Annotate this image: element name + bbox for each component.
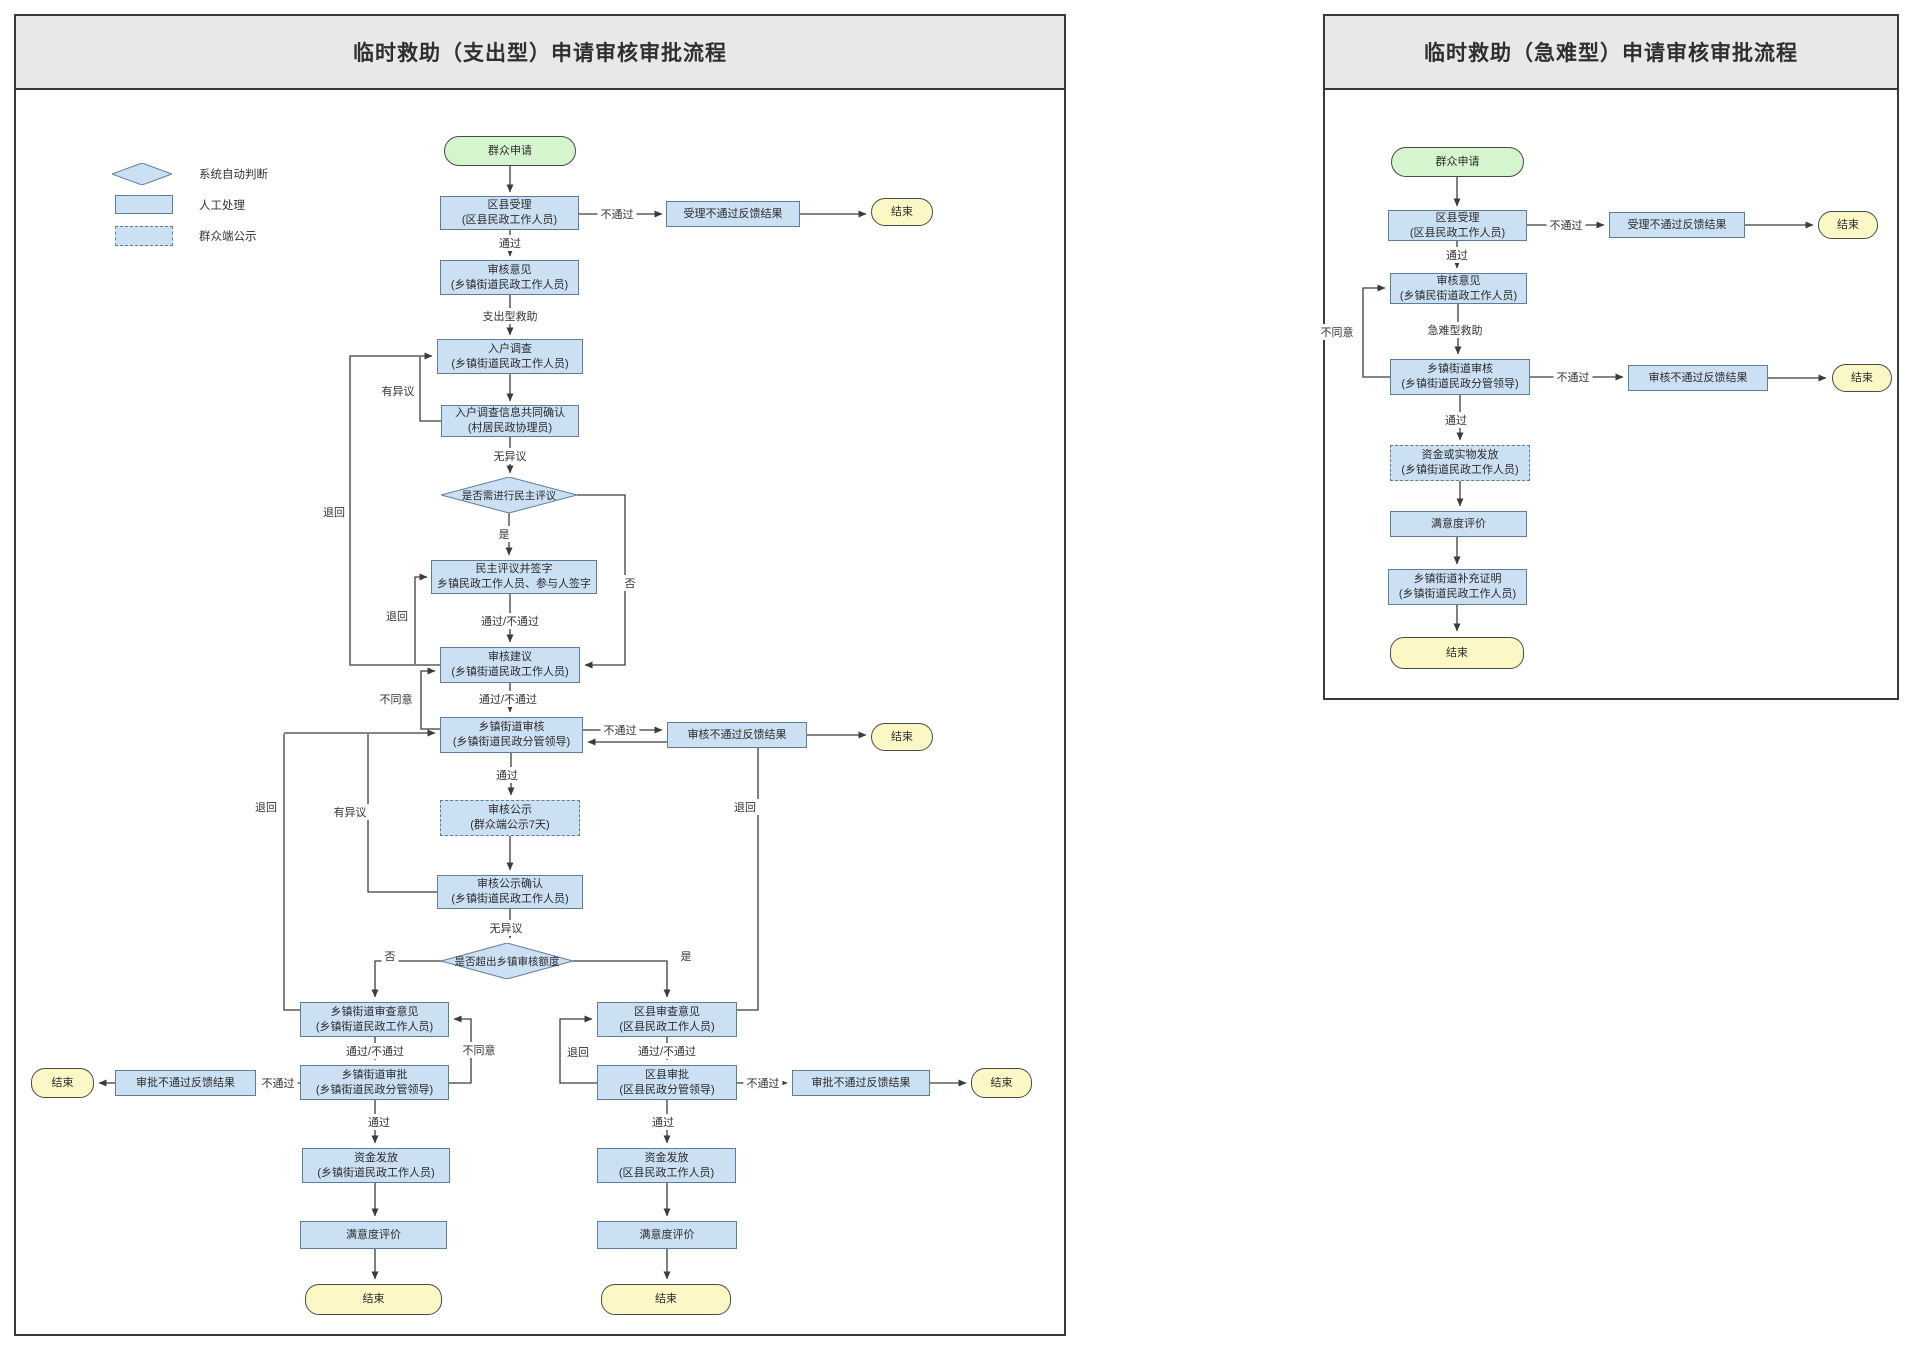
- edge-label-pass-r2: 通过: [1442, 412, 1470, 428]
- legend-publicity-icon: [115, 226, 173, 246]
- edge-label-send-back-left: 退回: [252, 799, 280, 815]
- edge-label-pass: 通过: [496, 235, 524, 251]
- edge-label-pass-or-fail-3: 通过/不通过: [342, 1043, 408, 1059]
- edge-label-disagree: 不同意: [376, 691, 416, 707]
- left-chart-title: 临时救助（支出型）申请审核审批流程: [353, 42, 727, 65]
- right-chart-title: 临时救助（急难型）申请审核审批流程: [1424, 42, 1798, 65]
- node-township-approval: 乡镇街道审批 (乡镇街道民政分管领导): [300, 1065, 449, 1100]
- node-township-opinion: 乡镇街道审查意见 (乡镇街道民政工作人员): [300, 1002, 449, 1037]
- node-review-fail-feedback: 审核不通过反馈结果: [667, 722, 807, 748]
- node-end-county-branch: 结束: [601, 1284, 731, 1315]
- legend-diamond-icon: [112, 163, 172, 185]
- edge-label-fail: 不通过: [597, 206, 637, 222]
- edge-label-disagree-r: 不同意: [1317, 324, 1357, 340]
- node-end-acceptance: 结束: [871, 198, 933, 226]
- edge-label-pass-2: 通过: [493, 767, 521, 783]
- edge-label-yes-2: 是: [677, 948, 695, 964]
- node-fund-issue-county: 资金发放 (区县民政工作人员): [597, 1148, 736, 1183]
- edge-label-yes: 是: [495, 526, 513, 542]
- node-review-fail-feedback-right: 审核不通过反馈结果: [1628, 365, 1768, 391]
- edge-label-fail-r2: 不通过: [1553, 369, 1593, 385]
- node-satisfaction-right: 满意度评价: [1390, 511, 1527, 537]
- node-end-final-right: 结束: [1390, 637, 1524, 669]
- node-end-review-right: 结束: [1832, 364, 1892, 392]
- node-county-opinion: 区县审查意见 (区县民政工作人员): [597, 1002, 737, 1037]
- node-township-supplement-proof: 乡镇街道补充证明 (乡镇街道民政工作人员): [1388, 569, 1527, 605]
- edge-label-fail-4: 不通过: [743, 1075, 783, 1091]
- node-county-acceptance: 区县受理 (区县民政工作人员): [440, 196, 579, 230]
- node-end-township-branch: 结束: [305, 1284, 442, 1315]
- edge-label-urgent: 急难型救助: [1424, 322, 1486, 338]
- edge-label-fail-r1: 不通过: [1546, 217, 1586, 233]
- edge-label-objection-2: 有异议: [330, 804, 370, 820]
- legend-publicity-label: 群众端公示: [199, 231, 257, 243]
- node-review-publicity: 审核公示 (群众端公示7天): [440, 800, 580, 836]
- left-chart-header: 临时救助（支出型）申请审核审批流程: [16, 16, 1064, 90]
- edge-label-no-2: 否: [381, 948, 399, 964]
- edge-label-disagree-2: 不同意: [459, 1042, 499, 1058]
- edge-label-send-back-long: 退回: [320, 504, 348, 520]
- legend-manual-label: 人工处理: [199, 200, 245, 212]
- node-satisfaction-county: 满意度评价: [597, 1221, 737, 1249]
- node-acceptance-fail-feedback: 受理不通过反馈结果: [666, 201, 800, 227]
- node-township-review-right: 乡镇街道审核 (乡镇街道民政分管领导): [1390, 359, 1530, 395]
- legend-manual-icon: [115, 195, 173, 214]
- edge-label-fail-3: 不通过: [258, 1075, 298, 1091]
- node-survey-joint-confirm: 入户调查信息共同确认 (村居民政协理员): [441, 405, 579, 437]
- node-fund-or-goods-issue: 资金或实物发放 (乡镇街道民政工作人员): [1390, 445, 1530, 481]
- legend-auto-judge-label: 系统自动判断: [199, 169, 268, 181]
- node-democratic-review-sign: 民主评议并签字 乡镇民政工作人员、参与人签字: [431, 560, 597, 594]
- decision-over-township-quota: 是否超出乡镇审核额度: [441, 943, 573, 979]
- node-mass-application: 群众申请: [444, 136, 576, 166]
- edge-label-fail-2: 不通过: [600, 722, 640, 738]
- edge-label-objection: 有异议: [378, 383, 418, 399]
- edge-label-pass-3: 通过: [365, 1114, 393, 1130]
- node-acceptance-fail-feedback-right: 受理不通过反馈结果: [1609, 212, 1745, 238]
- node-county-approval: 区县审批 (区县民政分管领导): [597, 1065, 737, 1100]
- edge-label-send-back-right: 退回: [731, 799, 759, 815]
- edge-label-pass-or-fail-2: 通过/不通过: [475, 691, 541, 707]
- edge-label-pass-or-fail-4: 通过/不通过: [634, 1043, 700, 1059]
- node-end-approval-right: 结束: [971, 1068, 1032, 1098]
- node-end-approval-left: 结束: [31, 1068, 94, 1098]
- node-approval-fail-feedback-left: 审批不通过反馈结果: [115, 1070, 256, 1096]
- node-township-review: 乡镇街道审核 (乡镇街道民政分管领导): [440, 717, 583, 753]
- edge-label-send-back-small: 退回: [383, 608, 411, 624]
- node-mass-application-right: 群众申请: [1391, 147, 1524, 177]
- edge-label-no-objection-2: 无异议: [486, 920, 526, 936]
- left-flowchart-frame: 临时救助（支出型）申请审核审批流程: [14, 14, 1066, 1336]
- node-end-acceptance-right: 结束: [1818, 211, 1878, 239]
- edge-label-pass-or-fail: 通过/不通过: [477, 613, 543, 629]
- node-approval-fail-feedback-right: 审批不通过反馈结果: [792, 1070, 930, 1096]
- node-end-review: 结束: [871, 723, 933, 751]
- node-review-opinion: 审核意见 (乡镇街道民政工作人员): [440, 260, 579, 295]
- edge-label-send-back-county: 退回: [564, 1044, 592, 1060]
- node-fund-issue-township: 资金发放 (乡镇街道民政工作人员): [302, 1148, 450, 1183]
- decision-need-democratic-review: 是否需进行民主评议: [441, 477, 577, 513]
- node-review-suggestion: 审核建议 (乡镇街道民政工作人员): [440, 647, 580, 683]
- node-county-acceptance-right: 区县受理 (区县民政工作人员): [1388, 210, 1527, 241]
- right-chart-header: 临时救助（急难型）申请审核审批流程: [1325, 16, 1897, 90]
- node-review-opinion-right: 审核意见 (乡镇民街道政工作人员): [1390, 273, 1527, 304]
- edge-label-expenditure: 支出型救助: [479, 308, 541, 324]
- edge-label-pass-4: 通过: [649, 1114, 677, 1130]
- node-household-survey: 入户调查 (乡镇街道民政工作人员): [437, 339, 583, 374]
- edge-label-pass-r1: 通过: [1443, 247, 1471, 263]
- node-publicity-confirm: 审核公示确认 (乡镇街道民政工作人员): [437, 875, 583, 909]
- edge-label-no: 否: [621, 575, 639, 591]
- edge-label-no-objection: 无异议: [490, 448, 530, 464]
- node-satisfaction-township: 满意度评价: [300, 1221, 447, 1249]
